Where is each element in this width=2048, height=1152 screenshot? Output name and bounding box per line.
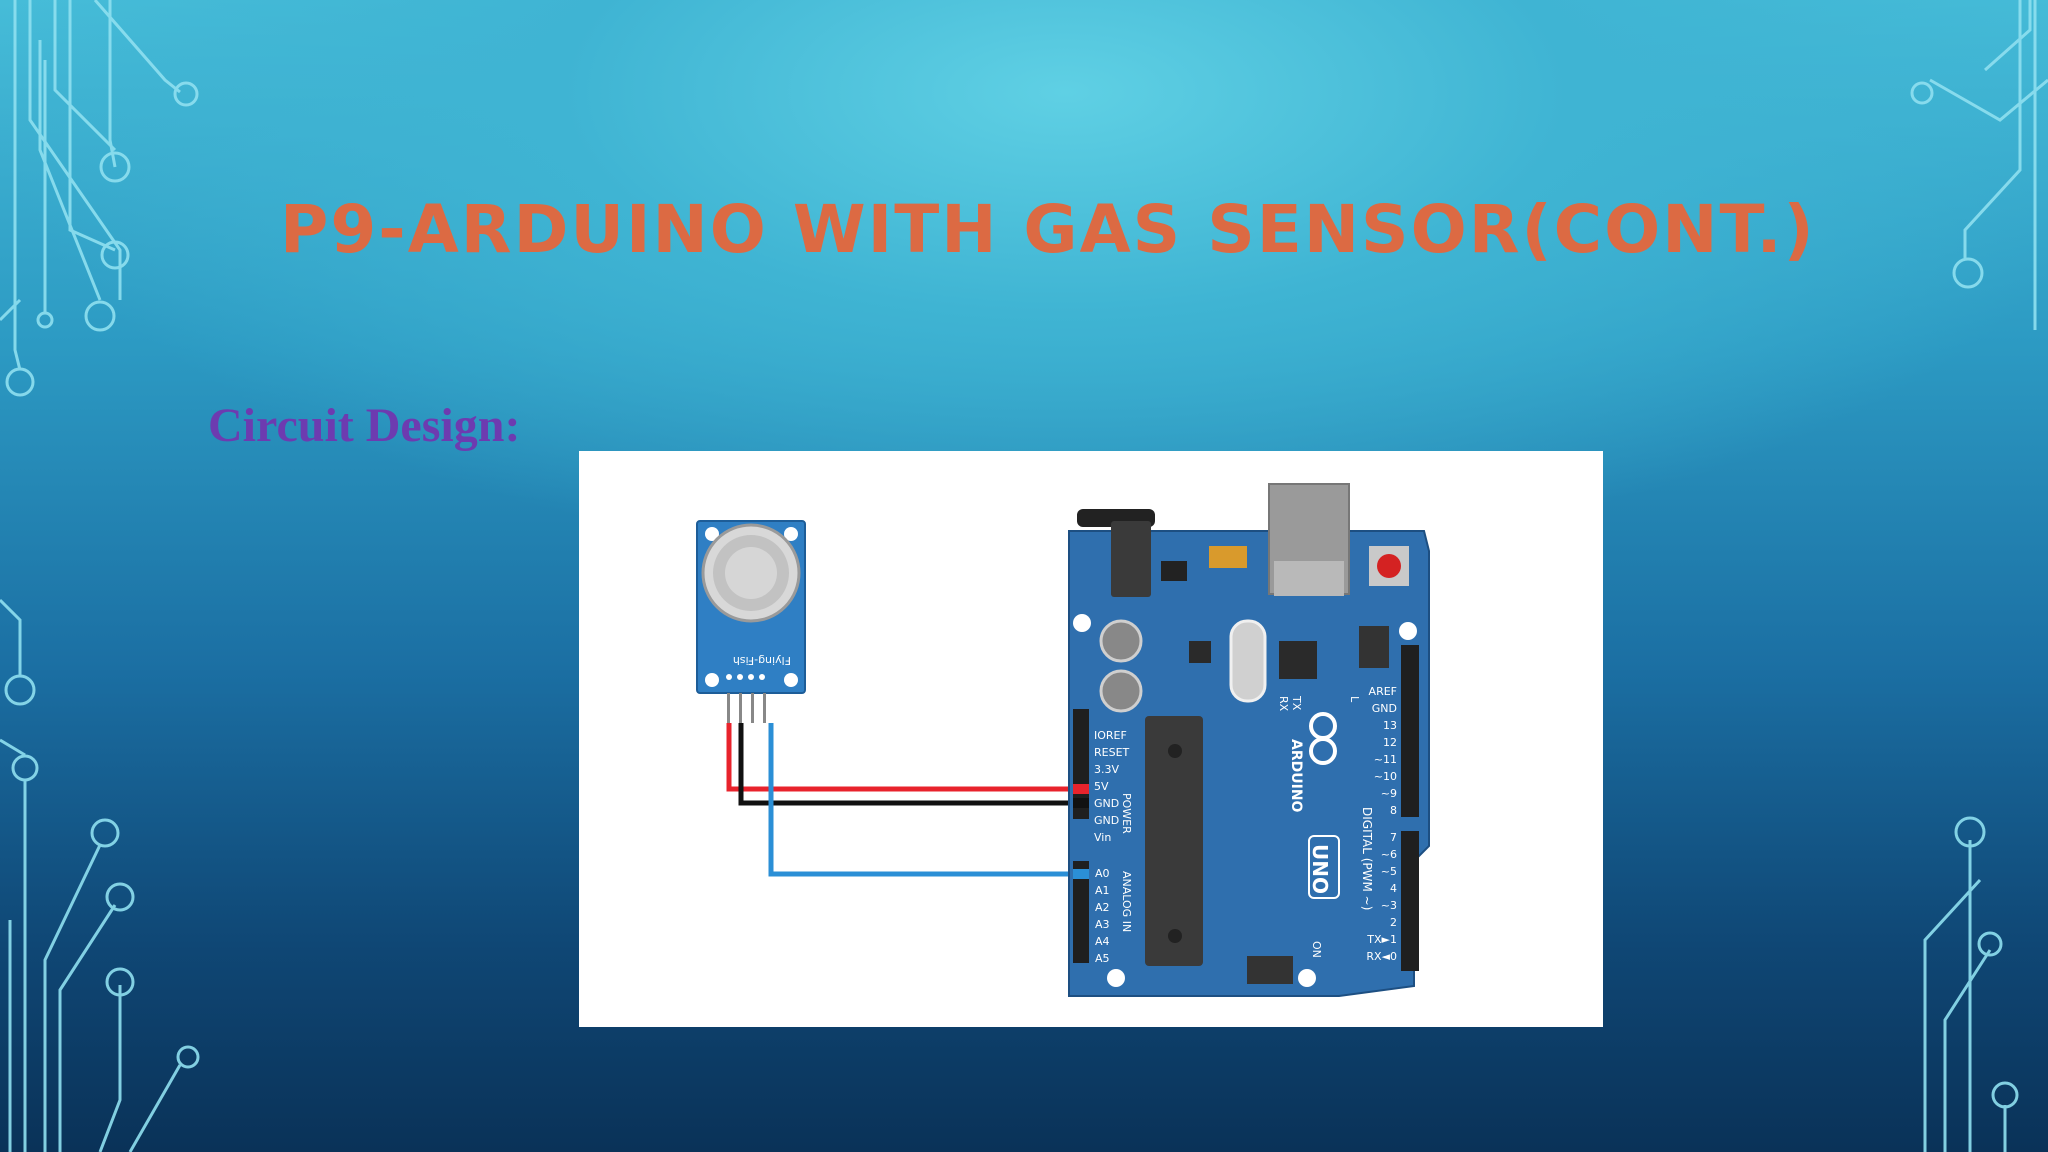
circuit-diagram-svg: Flying-Fish bbox=[696, 483, 1430, 997]
pin-label-d11: ~11 bbox=[1374, 753, 1397, 766]
pin-label-d9: ~9 bbox=[1381, 787, 1397, 800]
pin-label-gnd-2: GND bbox=[1094, 814, 1119, 827]
slide-title: P9-ARDUINO WITH GAS SENSOR(CONT.) bbox=[280, 191, 1816, 268]
gas-sensor-module: Flying-Fish bbox=[696, 520, 806, 723]
pin-label-d2: 2 bbox=[1390, 916, 1397, 929]
pin-label-3v3: 3.3V bbox=[1094, 763, 1119, 776]
pin-label-aref: AREF bbox=[1369, 685, 1397, 698]
power-section-label: POWER bbox=[1120, 793, 1133, 834]
pin-label-a5: A5 bbox=[1095, 952, 1110, 965]
pin-label-reset: RESET bbox=[1094, 746, 1130, 759]
pin-label-gnd-1: GND bbox=[1094, 797, 1119, 810]
board-model-label: UNO bbox=[1308, 844, 1332, 894]
pin-label-a1: A1 bbox=[1095, 884, 1110, 897]
pin-label-d1: TX►1 bbox=[1366, 933, 1397, 946]
pin-label-ioref: IOREF bbox=[1094, 729, 1127, 742]
on-label: ON bbox=[1310, 941, 1323, 958]
l-label: L bbox=[1348, 696, 1361, 703]
pin-label-d12: 12 bbox=[1383, 736, 1397, 749]
slide-subtitle: Circuit Design: bbox=[208, 399, 521, 452]
pin-label-d10: ~10 bbox=[1374, 770, 1397, 783]
pin-label-d7: 7 bbox=[1390, 831, 1397, 844]
arduino-uno-board: IOREF RESET 3.3V 5V GND GND Vin A0 A1 A2… bbox=[1068, 483, 1430, 997]
pin-label-d6: ~6 bbox=[1381, 848, 1397, 861]
wire-vcc bbox=[726, 723, 1079, 792]
pin-label-a3: A3 bbox=[1095, 918, 1110, 931]
sensor-brand-label: Flying-Fish bbox=[733, 654, 791, 667]
rx-label: RX bbox=[1277, 696, 1290, 712]
pin-label-d0: RX◄0 bbox=[1366, 950, 1397, 963]
board-brand-label: ARDUINO bbox=[1288, 739, 1304, 813]
digital-section-label: DIGITAL (PWM ~) bbox=[1360, 807, 1374, 910]
tx-label: TX bbox=[1290, 695, 1303, 711]
pin-label-d5: ~5 bbox=[1381, 865, 1397, 878]
pin-label-vin: Vin bbox=[1094, 831, 1111, 844]
pin-label-dgnd: GND bbox=[1372, 702, 1397, 715]
pin-label-5v: 5V bbox=[1094, 780, 1109, 793]
analog-section-label: ANALOG IN bbox=[1120, 871, 1133, 932]
wire-gnd bbox=[738, 723, 1079, 806]
pin-label-a0: A0 bbox=[1095, 867, 1110, 880]
pin-label-d8: 8 bbox=[1390, 804, 1397, 817]
circuit-diagram: Flying-Fish bbox=[579, 451, 1603, 1027]
pin-label-d13: 13 bbox=[1383, 719, 1397, 732]
wire-signal bbox=[768, 723, 1079, 877]
pin-label-d4: 4 bbox=[1390, 882, 1397, 895]
pin-label-d3: ~3 bbox=[1381, 899, 1397, 912]
pin-label-a2: A2 bbox=[1095, 901, 1110, 914]
pin-label-a4: A4 bbox=[1095, 935, 1110, 948]
